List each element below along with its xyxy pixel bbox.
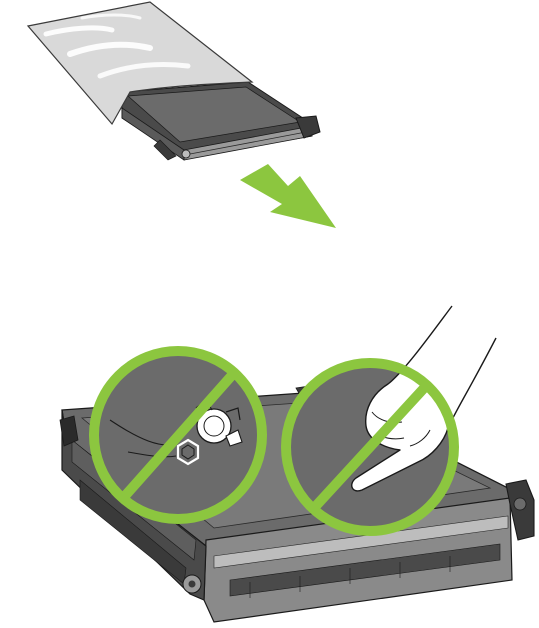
protective-bag [26, 1, 254, 126]
step-unpack [26, 1, 336, 228]
caution-no-chemicals [89, 346, 267, 524]
direction-arrow [240, 164, 336, 228]
caution-no-touching [281, 305, 497, 536]
solvent-molecule-icon [176, 438, 200, 466]
step-handling-cautions [59, 305, 535, 623]
transfer-unit-small [121, 81, 321, 161]
chemical-bottle-icon [195, 399, 243, 447]
prohibition-icon [89, 346, 267, 524]
prohibition-icon [281, 358, 459, 536]
